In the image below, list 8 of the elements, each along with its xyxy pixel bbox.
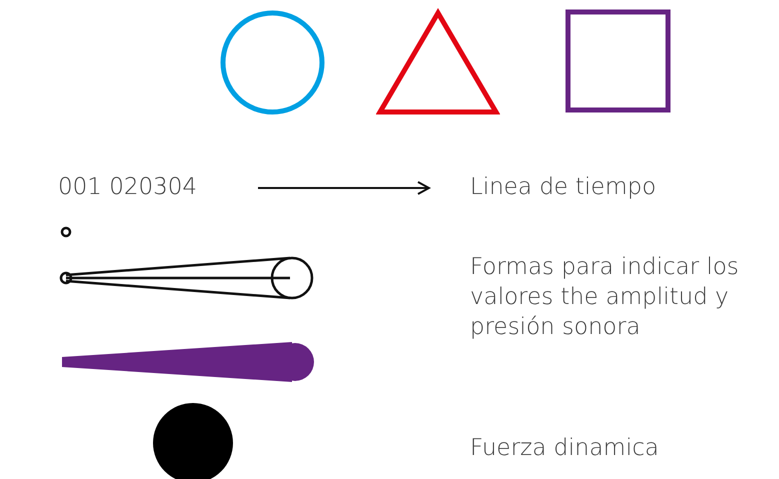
legend-text: Formas para indicar los valores the amplitud y presión sonora [470,253,740,342]
square-shape [564,8,672,114]
legend-text: Fuerza dinamica [470,434,660,463]
timecode-text: 001 020304 [58,172,255,204]
triangle-shape [376,8,500,116]
circle-shape [220,10,325,115]
legend-text: Linea de tiempo [432,172,732,204]
arrow [258,181,430,195]
